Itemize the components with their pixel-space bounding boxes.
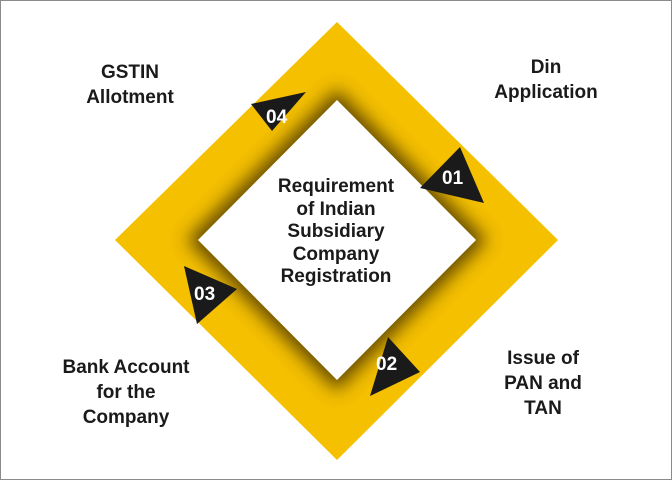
label-line: Application	[494, 82, 598, 103]
label-line: Din	[530, 57, 562, 78]
step-number-03: 03	[194, 284, 216, 305]
arrow-04	[251, 92, 306, 131]
label-line: for the	[96, 382, 156, 403]
step-number-02: 02	[376, 354, 398, 375]
label-line: Issue of	[507, 348, 579, 369]
center-title-line: Subsidiary	[287, 221, 385, 242]
center-white-diamond	[198, 100, 476, 380]
arrow-03	[184, 266, 237, 324]
center-title-line: Requirement	[277, 176, 395, 197]
label-line: PAN and	[504, 373, 582, 394]
step-label-din-application: Din Application	[476, 55, 616, 105]
label-line: TAN	[524, 398, 562, 419]
label-line: Bank Account	[62, 357, 190, 378]
arrow-02	[370, 337, 420, 396]
step-number-01: 01	[442, 168, 464, 189]
center-title-line: Registration	[280, 266, 392, 287]
label-line: Company	[82, 407, 170, 428]
center-title: Requirement of Indian Subsidiary Company…	[246, 176, 426, 289]
label-line: Allotment	[86, 87, 174, 108]
label-line: GSTIN	[100, 62, 160, 83]
center-title-line: Company	[292, 243, 380, 265]
step-label-pan-tan: Issue of PAN and TAN	[478, 346, 608, 421]
arrow-01	[420, 147, 484, 203]
step-label-bank-account: Bank Account for the Company	[44, 355, 208, 430]
step-number-04: 04	[266, 107, 288, 128]
step-label-gstin: GSTIN Allotment	[60, 60, 200, 110]
center-title-line: of Indian	[296, 198, 376, 220]
